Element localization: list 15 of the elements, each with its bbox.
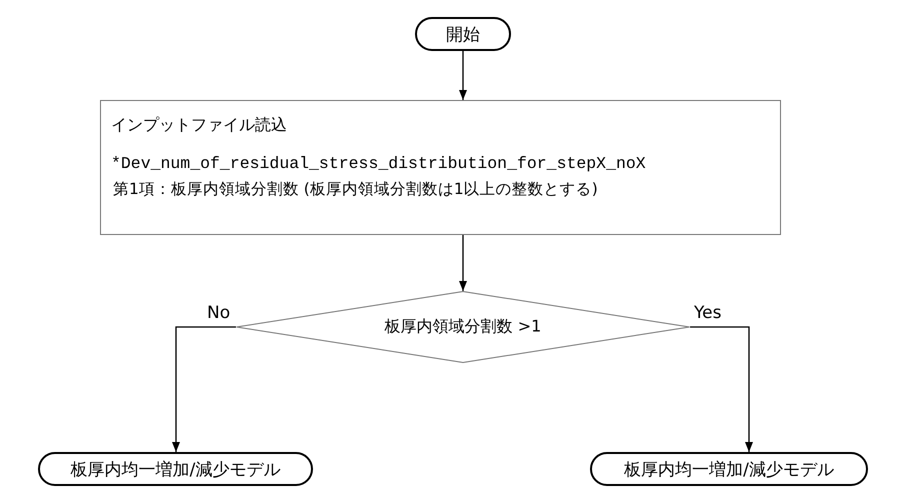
terminal-box — [38, 452, 313, 486]
step-text: 第1項：板厚内領域分割数 (板厚内領域分割数は1以上の整数とする) — [112, 179, 599, 200]
arrow — [172, 326, 236, 452]
process-box — [100, 100, 781, 235]
arrow — [690, 326, 753, 452]
arrow — [459, 235, 467, 291]
step-text: *Dev_num_of_residual_stress_distribution_for_stepX_noX — [111, 154, 647, 173]
terminal-label: 板厚内均一増加/減少モデル — [70, 458, 280, 480]
step-heading: インプットファイル読込 — [111, 115, 288, 136]
terminal-label: 開始 — [446, 24, 480, 46]
terminal-label: 板厚内均一増加/減少モデル — [624, 458, 834, 480]
decision-text: 板厚内領域分割数 >1 — [384, 316, 542, 338]
arrow — [459, 51, 467, 100]
terminal-box — [415, 17, 511, 51]
terminal-box — [590, 452, 868, 486]
